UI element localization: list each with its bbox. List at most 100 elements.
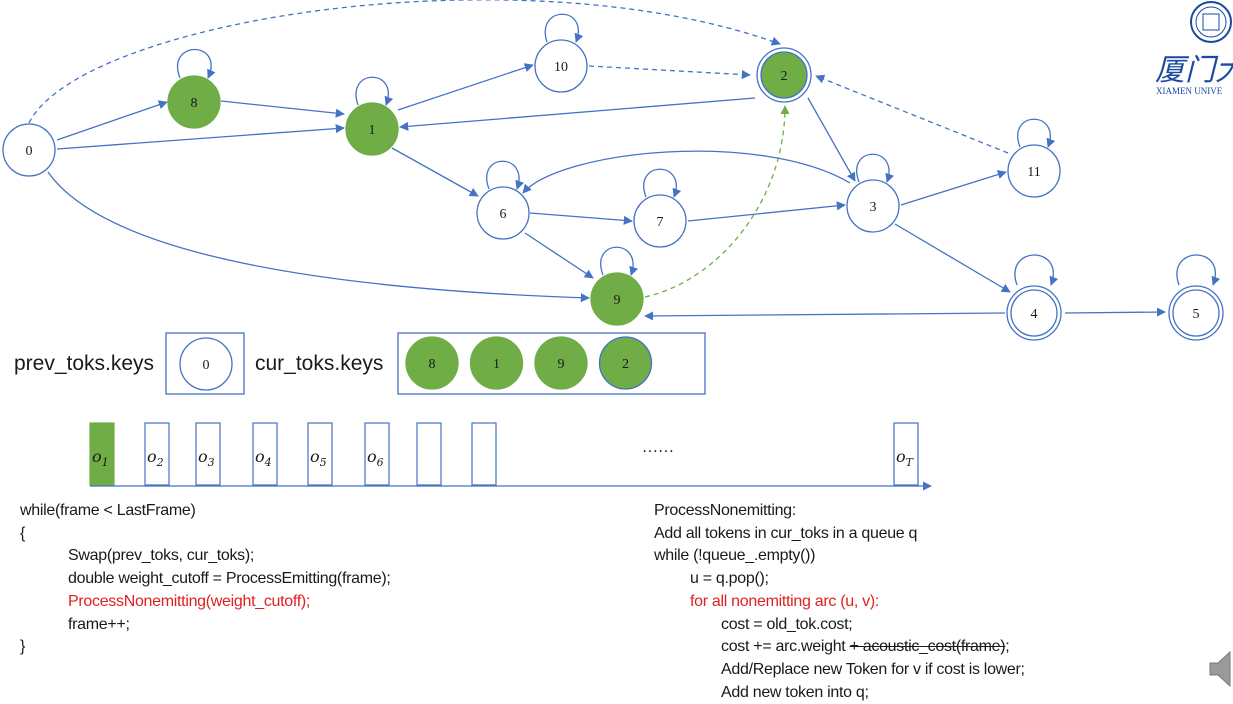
code-right-line1: ProcessNonemitting: [654,502,796,519]
state-node-8: 8 [167,75,221,129]
state-node-0: 0 [2,123,56,177]
state-node-1: 1 [345,102,399,156]
self-loop-4 [1014,254,1059,286]
edge-2-1 [399,97,756,131]
self-loop-1 [355,76,394,106]
state-node-3-label: 3 [870,200,877,215]
state-node-0-circle [2,123,56,177]
frame-9-label-base: o [896,447,906,466]
code-right-line9: Add new token into q; [721,683,869,701]
edge-0-2-dashed [28,0,781,124]
code-left-line3: Swap(prev_toks, cur_toks); [68,547,255,565]
code-right-line2: Add all tokens in cur_toks in a queue q [654,524,918,542]
logo-text: 厦门大 [1155,53,1233,88]
frame-6-label: o6 [367,447,384,469]
frame-5-label-base: o [310,447,320,466]
edge-0-1 [56,124,345,150]
frame-4-label-base: o [255,447,265,466]
frame-4-label: o4 [255,447,272,469]
frame-3-label: o3 [198,447,215,469]
main-loop-code: while(frame < LastFrame) { Swap(prev_tok… [20,500,391,659]
state-node-8-circle [167,75,221,129]
self-loop-3 [856,153,894,183]
frame-9-label: oT [896,447,915,469]
code-left-line6: frame++; [68,615,130,633]
state-node-9-circle [590,272,644,326]
cur-tok-8: 8 [405,336,459,390]
frame-1-label: o1 [92,447,109,469]
state-node-5: 5 [1168,285,1224,341]
edge-3-11 [900,170,1007,206]
cur-tok-9-circle [534,336,588,390]
code-right-line3: while (!queue_.empty()) [654,547,816,565]
self-loop-7 [643,168,682,198]
self-loop-10 [544,13,584,43]
frame-7-box [416,422,442,486]
edge-9-2-dashed-green [644,105,790,298]
cur-toks-label: cur_toks.keys [255,352,383,375]
state-node-8-label: 8 [191,96,198,111]
frame-5-label-sub: 5 [320,456,327,469]
state-node-11-circle [1007,144,1061,198]
state-node-3: 3 [846,179,900,233]
edge-11-2-dashed [815,74,1009,154]
logo-subtext: XIAMEN UNIVE [1156,86,1223,96]
code-right-line7b: + acoustic_cost(frame) [849,638,1006,656]
state-node-6-circle [476,186,530,240]
frame-6-label-sub: 6 [377,456,384,469]
frame-1: o1 [89,422,115,486]
code-left-line4: double weight_cutoff = ProcessEmitting(f… [68,570,391,588]
state-node-5-circle [1172,289,1220,337]
state-node-11-label: 11 [1027,165,1040,180]
edge-0-8 [56,100,168,141]
code-left-line5: ProcessNonemitting(weight_cutoff); [68,592,311,610]
logo-seal-icon [1190,1,1232,43]
code-right-line7a: cost += arc.weight [721,638,850,656]
cur-tok-9: 9 [534,336,588,390]
state-node-2-circle [760,51,808,99]
state-node-6: 6 [476,186,530,240]
process-nonemitting-code: ProcessNonemitting: Add all tokens in cu… [654,500,1025,704]
edge-6-9 [524,232,594,279]
self-loop-11 [1017,118,1056,148]
edge-1-6 [391,147,479,197]
edge-8-1 [220,100,345,118]
state-node-7: 7 [633,194,687,248]
frame-1-box [89,422,115,486]
prev-tok-0-label: 0 [203,358,210,373]
code-right-line6: cost = old_tok.cost; [721,615,853,633]
frame-8-box [471,422,497,486]
state-node-0-label: 0 [26,144,33,159]
prev-tok-0-circle [179,337,233,391]
state-node-11: 11 [1007,144,1061,198]
cur-tok-9-label: 9 [558,357,565,372]
state-node-5-label: 5 [1193,307,1200,322]
cur-tok-2: 2 [598,336,653,390]
state-node-6-label: 6 [500,207,507,222]
edge-2-3 [807,97,856,182]
frame-4-box [252,422,278,486]
frame-2-label-sub: 2 [156,456,164,469]
frame-3-label-base: o [198,447,208,466]
code-right-line8: Add/Replace new Token for v if cost is l… [721,660,1025,678]
frame-4-label-sub: 4 [264,456,272,469]
state-node-4-label: 4 [1031,307,1038,322]
cur-tok-1-circle [469,336,524,390]
speaker-icon[interactable] [1209,650,1231,688]
state-node-2-label: 2 [781,69,788,84]
frame-1-label-base: o [92,447,102,466]
code-left-line2: { [20,524,26,542]
self-loop-8 [177,48,216,79]
edge-6-7 [529,212,633,225]
frame-9: oT [893,422,919,486]
state-node-9: 9 [590,272,644,326]
frame-6: o6 [364,422,390,486]
state-node-2-outer-ring [756,47,812,103]
self-loop-5 [1176,254,1221,286]
frame-2-label: o2 [147,447,164,469]
state-node-10-circle [534,39,588,93]
frame-2: o2 [144,422,170,486]
edge-4-9 [644,311,1006,321]
